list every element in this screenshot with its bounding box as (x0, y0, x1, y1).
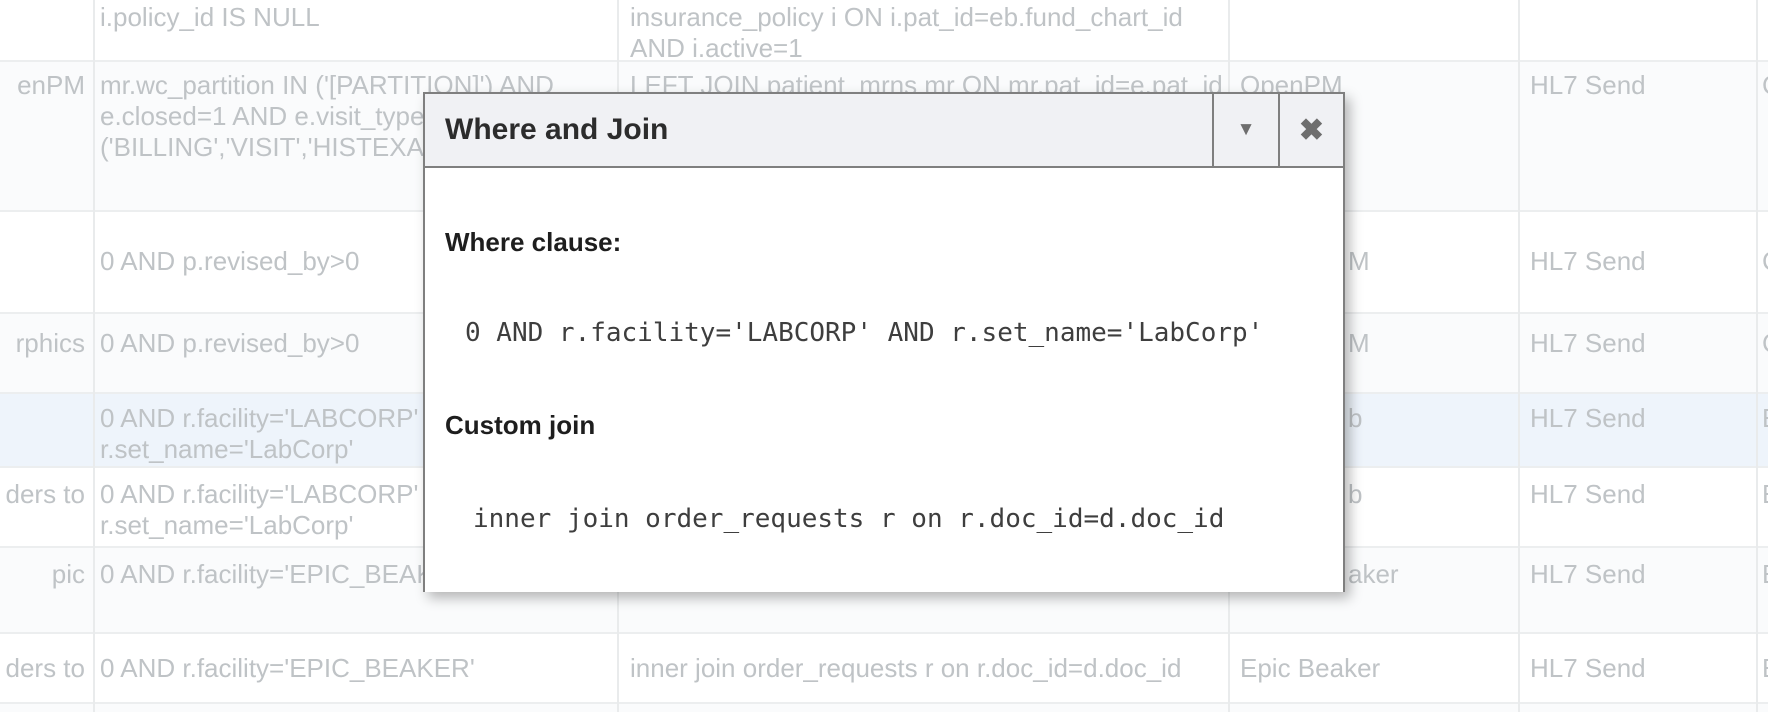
where-line: r.set_name='LabCorp' (100, 434, 354, 464)
where-and-join-dialog: Where and Join ▼ ✖ Where clause: 0 AND r… (423, 92, 1345, 592)
row-clipped-cell: E (1762, 403, 1768, 434)
row-where-cell: 0 AND p.revised_by>0 (100, 246, 359, 277)
row-type-cell: HL7 Send (1530, 328, 1646, 358)
row-where-cell: 0 AND r.facility='EPIC_BEAKER' (100, 653, 475, 684)
row-vendor-cell: Epic Beaker (1240, 653, 1381, 683)
row-where-cell: 0 AND r.facility='EPIC_BEAKER' (100, 559, 475, 590)
column-border (1756, 0, 1758, 712)
row-vendor-cell: M (1348, 328, 1370, 358)
row-clipped-cell: E (1762, 479, 1768, 510)
where-clause-label: Where clause: (445, 227, 622, 257)
join-line: insurance_policy i ON i.pat_id=eb.fund_c… (630, 2, 1183, 32)
table-row[interactable]: ders to 0 AND r.facility='EPIC_BEAKER' i… (0, 632, 1768, 702)
dialog-body: Where clause: 0 AND r.facility='LABCORP'… (425, 168, 1343, 592)
row-where-cell: mr.wc_partition IN ('[PARTITION]') AND e… (100, 70, 554, 163)
where-line: e.closed=1 AND e.visit_type (100, 101, 425, 131)
where-line: i.policy_id IS NULL (100, 2, 320, 32)
row-type-cell: HL7 Send (1530, 653, 1646, 683)
row-vendor-cell: aker (1348, 559, 1399, 589)
where-line: 0 AND r.facility='EPIC_BEAKER' (100, 559, 475, 589)
row-where-cell: 0 AND r.facility='LABCORP' r.set_name='L… (100, 479, 418, 541)
row-clipped-cell: C (1762, 328, 1768, 359)
where-line: ('BILLING','VISIT','HISTEXA (100, 132, 424, 162)
row-type-cell: HL7 Send (1530, 403, 1646, 433)
row-clipped-cell: E (1762, 653, 1768, 684)
chevron-down-icon: ▼ (1236, 119, 1256, 140)
table-row[interactable]: i.policy_id IS NULL insurance_policy i O… (0, 0, 1768, 63)
collapse-button[interactable]: ▼ (1212, 94, 1278, 166)
custom-join-label: Custom join (445, 410, 596, 440)
join-line: inner join order_requests r on r.doc_id=… (630, 653, 1182, 683)
dialog-header[interactable]: Where and Join ▼ ✖ (425, 94, 1343, 168)
row-vendor-cell: b (1348, 479, 1363, 509)
custom-join-value: inner join order_requests r on r.doc_id=… (473, 504, 1225, 534)
row-clipped-cell: C (1762, 70, 1768, 101)
row-type-cell: HL7 Send (1530, 246, 1646, 276)
row-join-cell: insurance_policy i ON i.pat_id=eb.fund_c… (630, 2, 1183, 64)
row-name-cell: enPM (17, 70, 85, 100)
where-line: 0 AND p.revised_by>0 (100, 328, 360, 358)
row-where-cell: i.policy_id IS NULL (100, 2, 320, 33)
row-type-cell: HL7 Send (1530, 559, 1646, 589)
where-clause-value: 0 AND r.facility='LABCORP' AND r.set_nam… (465, 318, 1264, 348)
row-type-cell: HL7 Send (1530, 70, 1646, 100)
where-line: 0 AND r.facility='LABCORP' (100, 479, 419, 509)
where-line: 0 AND r.facility='EPIC_BEAKER' (100, 653, 475, 683)
row-clipped-cell: C (1762, 246, 1768, 277)
table-row[interactable] (0, 702, 1768, 712)
row-name-cell: pic (51, 559, 85, 589)
row-name-cell: ders to (5, 479, 86, 509)
row-vendor-cell: M (1348, 246, 1370, 276)
where-line: r.set_name='LabCorp' (100, 510, 354, 540)
row-where-cell: 0 AND p.revised_by>0 (100, 328, 359, 359)
row-join-cell: inner join order_requests r on r.doc_id=… (630, 653, 1181, 684)
row-type-cell: HL7 Send (1530, 479, 1646, 509)
row-clipped-cell: E (1762, 559, 1768, 590)
join-line: AND i.active=1 (630, 33, 803, 63)
where-line: 0 AND p.revised_by>0 (100, 246, 360, 276)
row-vendor-cell: b (1348, 403, 1363, 433)
row-where-cell: 0 AND r.facility='LABCORP' r.set_name='L… (100, 403, 418, 465)
close-icon: ✖ (1298, 113, 1325, 147)
dialog-title: Where and Join (445, 113, 669, 146)
column-border (1518, 0, 1520, 712)
close-button[interactable]: ✖ (1278, 94, 1343, 166)
row-name-cell: rphics (15, 328, 85, 358)
where-line: 0 AND r.facility='LABCORP' (100, 403, 419, 433)
row-name-cell: ders to (5, 653, 86, 683)
column-border (93, 0, 95, 712)
